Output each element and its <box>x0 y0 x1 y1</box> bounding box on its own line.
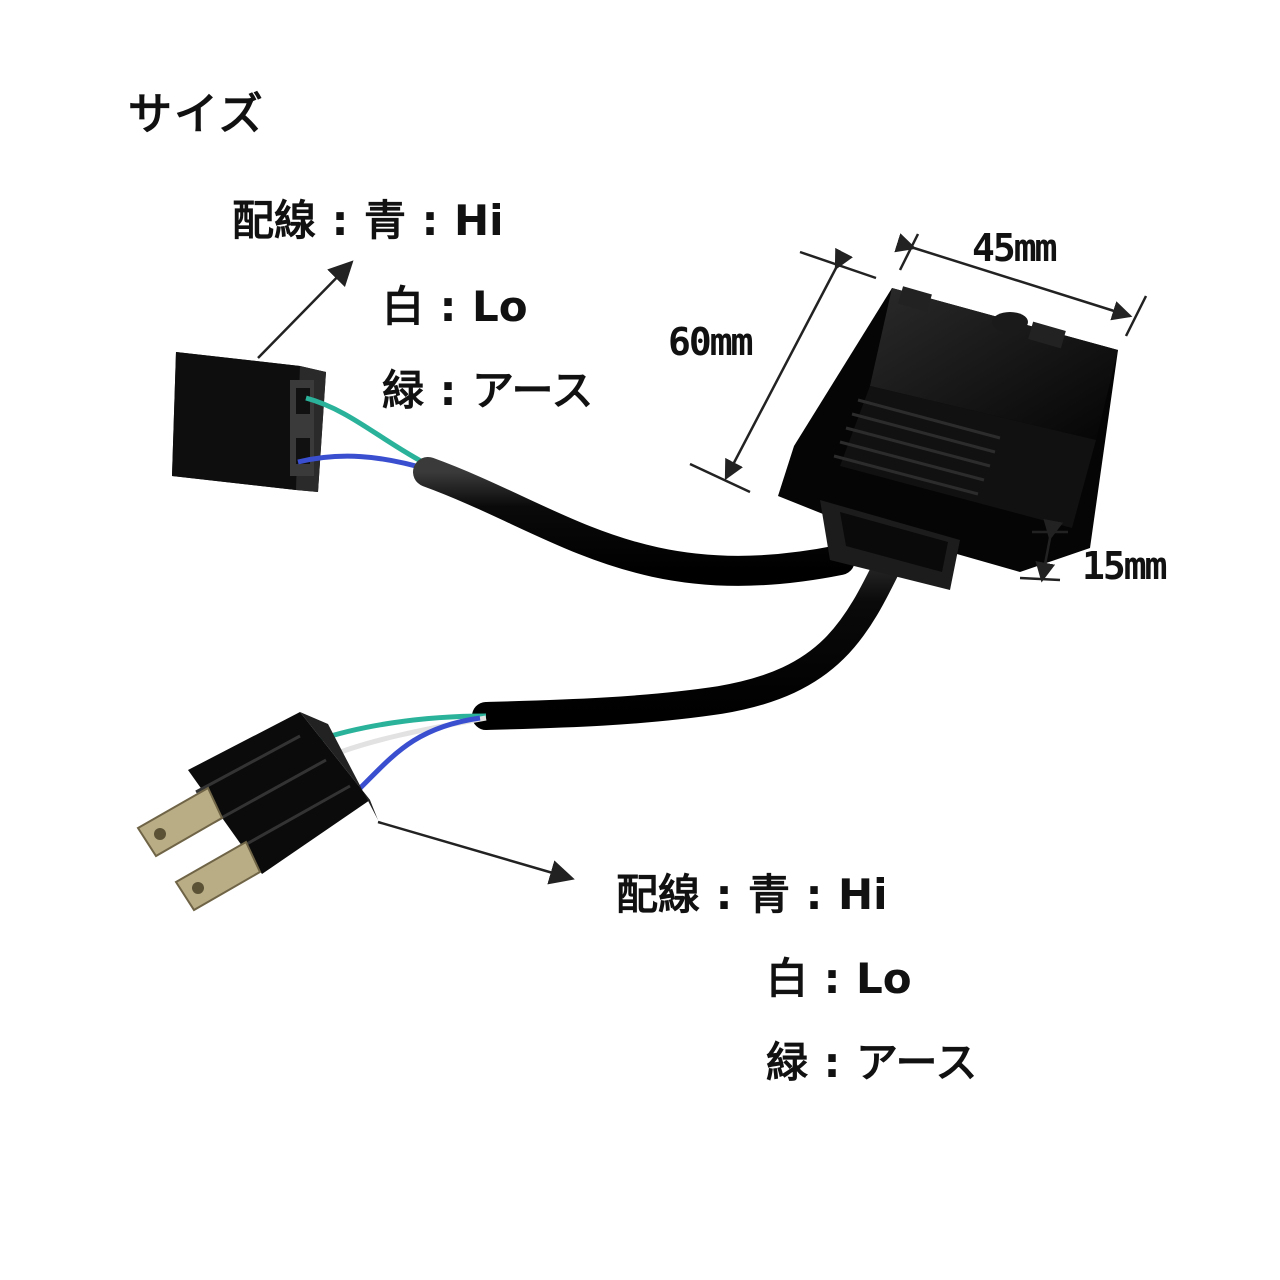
dim-15mm-line <box>1019 518 1068 583</box>
plug-terminals <box>136 786 262 912</box>
wire-value-lo: Lo <box>472 282 528 331</box>
bottom-cable <box>472 526 914 730</box>
separator: : <box>331 196 349 245</box>
separator: : <box>805 870 823 919</box>
separator: : <box>823 1038 841 1087</box>
wire-value-ground: アース <box>856 1038 978 1087</box>
dim-width-label: 45mm <box>972 226 1058 270</box>
top-pointer-arrow <box>257 260 354 359</box>
wire-color-white: 白 <box>382 282 425 331</box>
wire-value-hi: Hi <box>454 196 504 245</box>
page-title: サイズ <box>128 89 265 140</box>
wiring-heading: 配線 <box>232 196 317 245</box>
male-plug <box>188 712 378 874</box>
dim-length-label: 60mm <box>668 320 754 364</box>
wire-color-blue: 青 <box>748 870 791 919</box>
wire-color-green: 緑 <box>766 1038 809 1087</box>
dim-45mm-line <box>894 233 1148 337</box>
relay-module <box>778 286 1118 590</box>
wire-color-white: 白 <box>766 954 809 1003</box>
wire-value-lo: Lo <box>856 954 912 1003</box>
wire-value-ground: アース <box>472 366 594 415</box>
female-connector <box>172 352 326 492</box>
wiring-heading: 配線 <box>616 870 701 919</box>
bottom-pointer-arrow <box>377 820 575 885</box>
top-green-wire <box>305 395 432 469</box>
separator: : <box>715 870 733 919</box>
bottom-blue-wire <box>350 715 481 798</box>
wire-color-blue: 青 <box>364 196 407 245</box>
wire-value-hi: Hi <box>838 870 888 919</box>
dim-height-label: 15mm <box>1082 544 1168 588</box>
separator: : <box>421 196 439 245</box>
separator: : <box>823 954 841 1003</box>
dim-60mm-line <box>689 247 877 494</box>
separator: : <box>439 282 457 331</box>
top-cable <box>413 457 855 586</box>
top-blue-wire <box>297 453 431 473</box>
separator: : <box>439 366 457 415</box>
wire-color-green: 緑 <box>382 366 425 415</box>
